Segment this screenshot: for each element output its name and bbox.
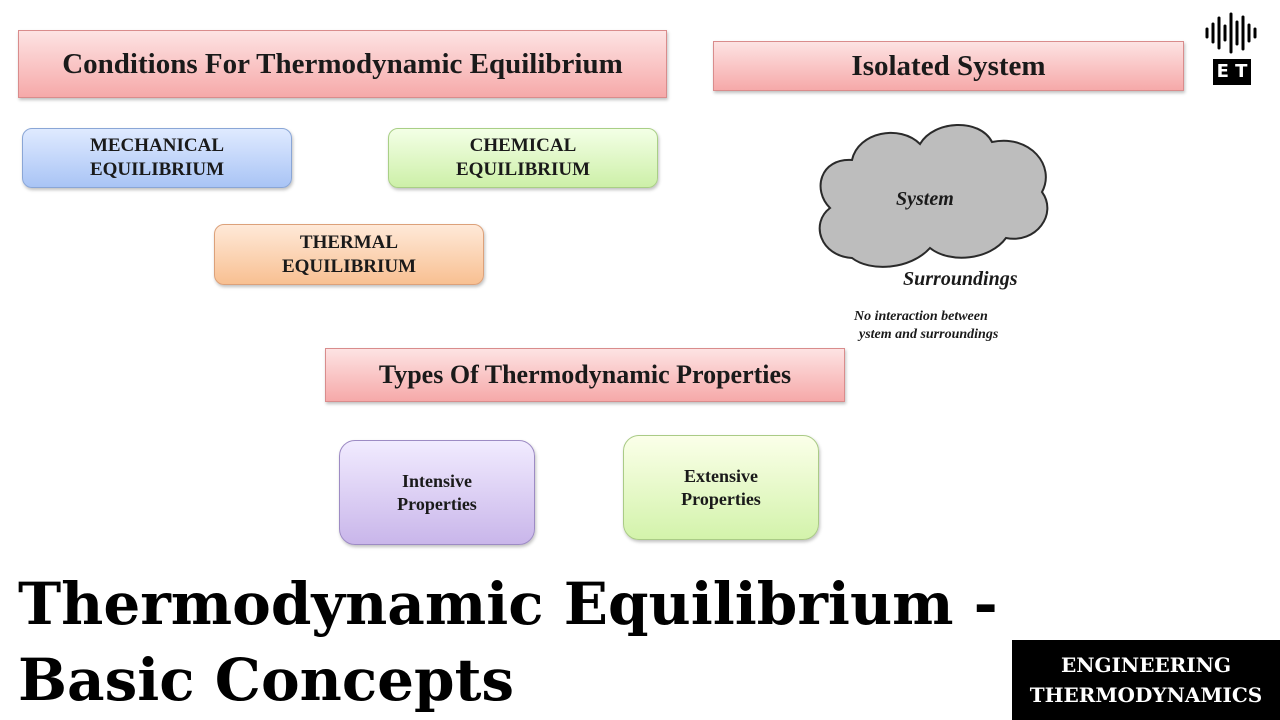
chemical-line2: EQUILIBRIUM (455, 159, 591, 180)
extensive-line2: Properties (681, 488, 761, 509)
badge-line2: THERMODYNAMICS (1029, 683, 1263, 707)
system-cloud (818, 124, 1049, 268)
isolated-system-header: Isolated System (713, 41, 1184, 91)
intensive-properties-box: Intensive Properties (339, 440, 535, 545)
note-line2: ystem and surroundings (859, 327, 999, 342)
channel-logo: E T (1204, 12, 1260, 86)
logo-letters: E T (1213, 59, 1251, 85)
title-line1: Thermodynamic Equilibrium - (18, 570, 998, 638)
extensive-line1: Extensive (683, 465, 758, 486)
conditions-header-text: Conditions For Thermodynamic Equilibrium (62, 47, 623, 80)
waveform-icon (1205, 12, 1257, 54)
thermal-equilibrium-box: THERMAL EQUILIBRIUM (214, 224, 484, 285)
title-line2: Basic Concepts (18, 646, 515, 714)
properties-header: Types Of Thermodynamic Properties (325, 348, 845, 402)
conditions-header: Conditions For Thermodynamic Equilibrium (18, 30, 667, 98)
system-label: System (896, 188, 954, 210)
isolated-system-header-text: Isolated System (851, 49, 1046, 82)
chemical-equilibrium-box: CHEMICAL EQUILIBRIUM (388, 128, 658, 188)
chemical-line1: CHEMICAL (469, 135, 577, 156)
page-title: Thermodynamic Equilibrium - Basic Concep… (18, 566, 998, 718)
thermal-line2: EQUILIBRIUM (281, 255, 417, 277)
intensive-line2: Properties (397, 493, 477, 514)
properties-header-text: Types Of Thermodynamic Properties (378, 360, 792, 389)
series-badge: ENGINEERING THERMODYNAMICS (1012, 640, 1280, 720)
mechanical-line1: MECHANICAL (89, 135, 225, 156)
badge-line1: ENGINEERING (1060, 653, 1232, 677)
note-line1: No interaction between (854, 309, 988, 324)
thermal-line1: THERMAL (299, 231, 399, 253)
intensive-line1: Intensive (401, 470, 472, 491)
mechanical-equilibrium-box: MECHANICAL EQUILIBRIUM (22, 128, 292, 188)
extensive-properties-box: Extensive Properties (623, 435, 819, 540)
mechanical-line2: EQUILIBRIUM (89, 159, 225, 180)
surroundings-label: Surroundings (903, 268, 1018, 290)
